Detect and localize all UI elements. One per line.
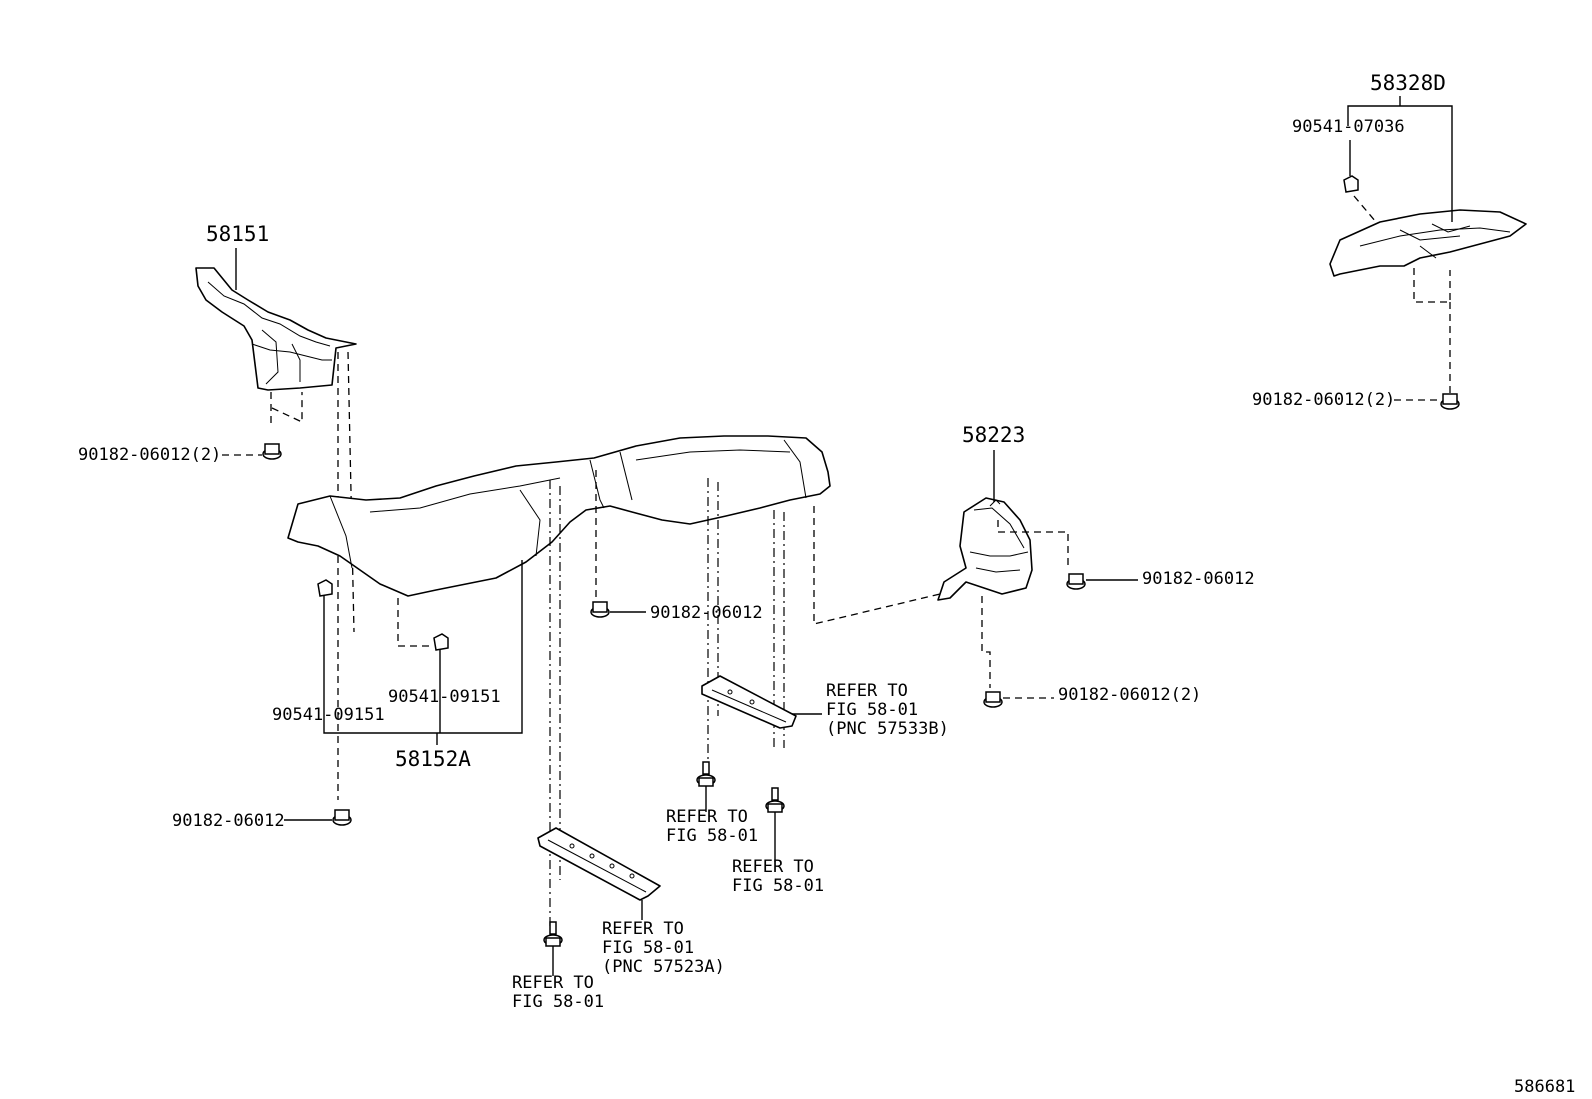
ref-2-line1: REFER TO bbox=[666, 807, 748, 827]
flange-nut-icon bbox=[1440, 393, 1460, 410]
ref-5-line2: FIG 58-01 bbox=[512, 992, 604, 1012]
flange-nut-icon bbox=[262, 443, 282, 460]
bolt-icon bbox=[696, 761, 716, 787]
bolt-icon bbox=[765, 787, 785, 813]
bracket-57533b[interactable] bbox=[701, 675, 797, 729]
bracket-57523a[interactable] bbox=[537, 827, 661, 901]
ref-3-line2: FIG 58-01 bbox=[732, 876, 824, 896]
ref-5-line1: REFER TO bbox=[512, 973, 594, 993]
label-58151: 58151 bbox=[206, 222, 269, 246]
flange-nut-icon bbox=[590, 601, 610, 618]
illustration-number: 586681 bbox=[1514, 1077, 1575, 1097]
label-nut-e: 90182-06012(2) bbox=[1058, 685, 1201, 705]
clip-icon bbox=[433, 633, 449, 651]
label-58328d: 58328D bbox=[1370, 71, 1446, 95]
label-nut-f: 90182-06012(2) bbox=[1252, 390, 1395, 410]
label-clip-b: 90541-09151 bbox=[388, 687, 501, 707]
clip-icon bbox=[317, 579, 333, 597]
ref-4-line1: REFER TO bbox=[602, 919, 684, 939]
flange-nut-icon bbox=[332, 809, 352, 826]
ref-3-line1: REFER TO bbox=[732, 857, 814, 877]
insulator-58223[interactable] bbox=[937, 497, 1033, 601]
label-nut-a: 90182-06012(2) bbox=[78, 445, 221, 465]
label-clip-c: 90541-07036 bbox=[1292, 117, 1405, 137]
ref-2-line2: FIG 58-01 bbox=[666, 826, 758, 846]
flange-nut-icon bbox=[983, 691, 1003, 708]
ref-4-line3: (PNC 57523A) bbox=[602, 957, 725, 977]
insulator-58328d[interactable] bbox=[1329, 209, 1527, 277]
ref-1-line3: (PNC 57533B) bbox=[826, 719, 949, 739]
label-clip-a: 90541-09151 bbox=[272, 705, 385, 725]
label-nut-c: 90182-06012 bbox=[650, 603, 763, 623]
ref-4-line2: FIG 58-01 bbox=[602, 938, 694, 958]
ref-1-line1: REFER TO bbox=[826, 681, 908, 701]
label-nut-d: 90182-06012 bbox=[1142, 569, 1255, 589]
insulator-58152a[interactable] bbox=[287, 435, 831, 597]
flange-nut-icon bbox=[1066, 573, 1086, 590]
bolt-icon bbox=[543, 921, 563, 947]
label-nut-b: 90182-06012 bbox=[172, 811, 285, 831]
ref-1-line2: FIG 58-01 bbox=[826, 700, 918, 720]
insulator-58151[interactable] bbox=[195, 267, 357, 391]
label-58223: 58223 bbox=[962, 423, 1025, 447]
clip-icon bbox=[1343, 175, 1359, 193]
label-58152a: 58152A bbox=[395, 747, 471, 771]
